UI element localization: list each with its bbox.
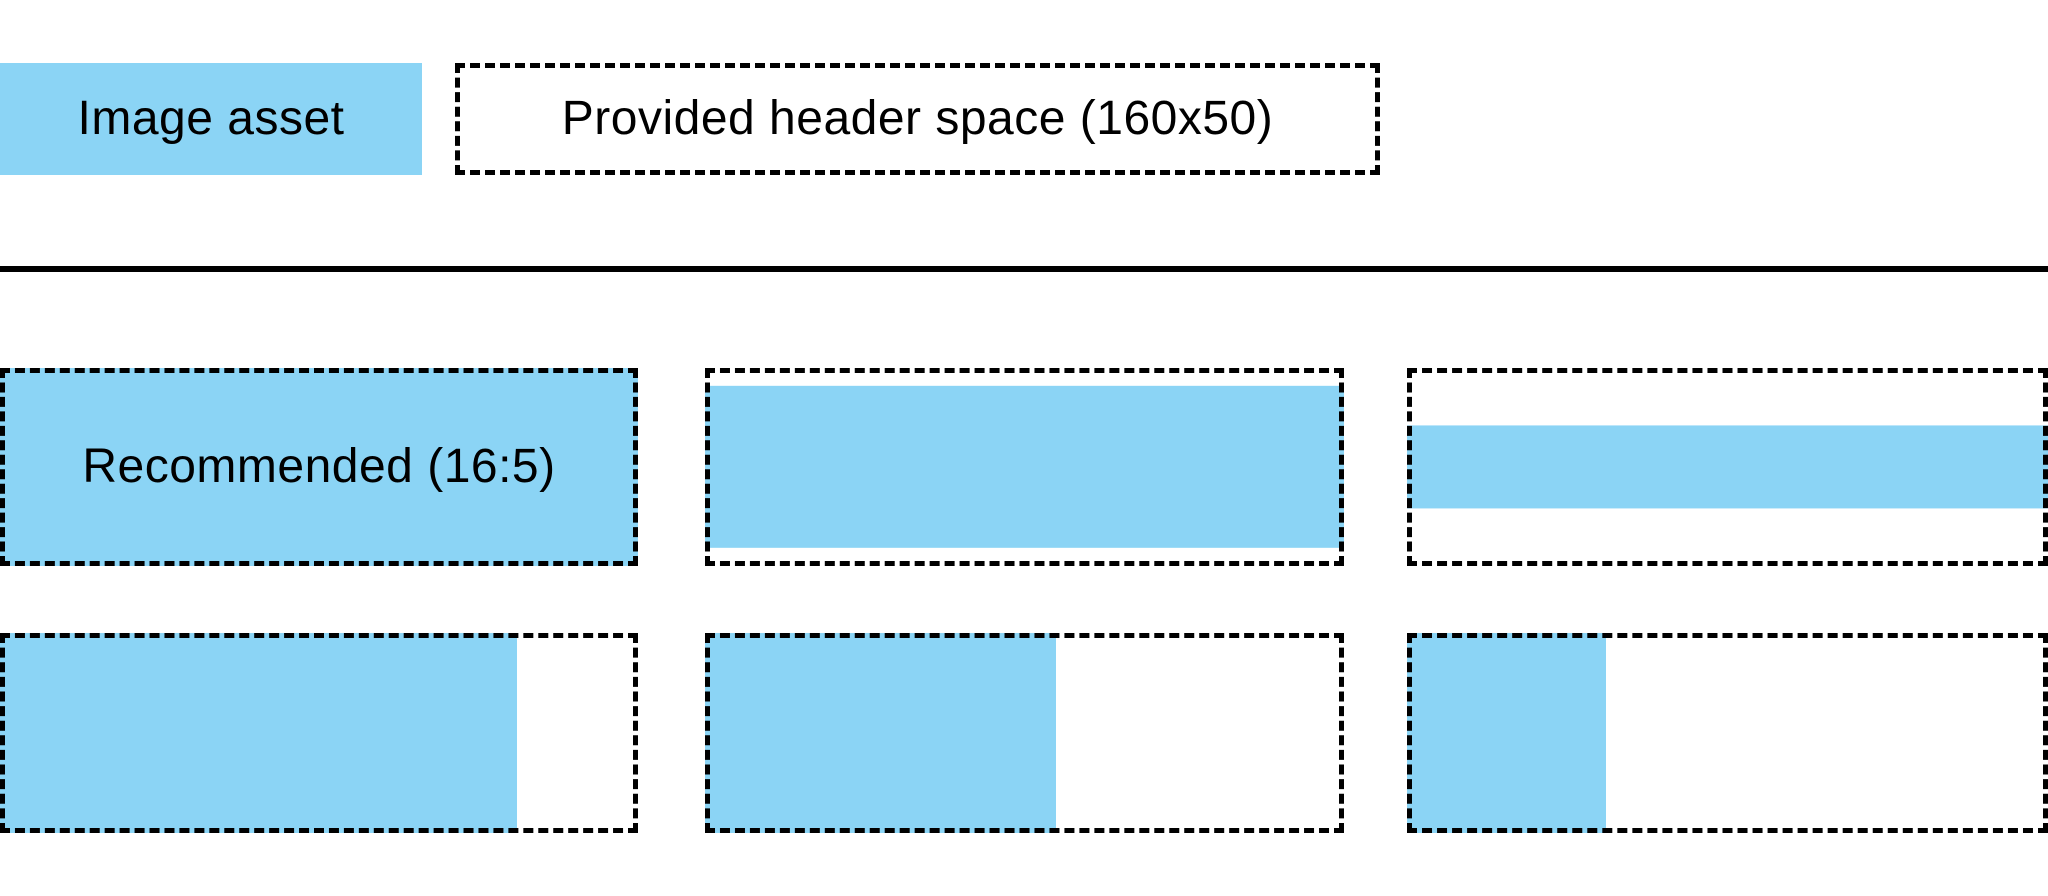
image-fill [0,368,638,566]
image-fill [705,633,1057,833]
demo-box-wide-band [705,368,1344,566]
provided-header-space-box: Provided header space (160x50) [455,63,1380,175]
demo-box-column-narrow [1407,633,2048,833]
image-fill [705,385,1344,549]
provided-header-space-label: Provided header space (160x50) [561,92,1274,145]
recommended-label: Recommended (16:5) [82,440,556,493]
image-fill [0,633,517,833]
demo-box-column-medium [705,633,1344,833]
demo-box-column-wide [0,633,638,833]
image-fill [1407,425,2048,509]
demo-box-recommended: Recommended (16:5) [0,368,638,566]
image-fill [1407,633,1606,833]
image-asset-swatch: Image asset [0,63,422,175]
recommended-label-wrap: Recommended (16:5) [0,368,638,566]
section-divider [0,266,2048,272]
demo-box-thin-band [1407,368,2048,566]
image-asset-label: Image asset [77,92,345,145]
